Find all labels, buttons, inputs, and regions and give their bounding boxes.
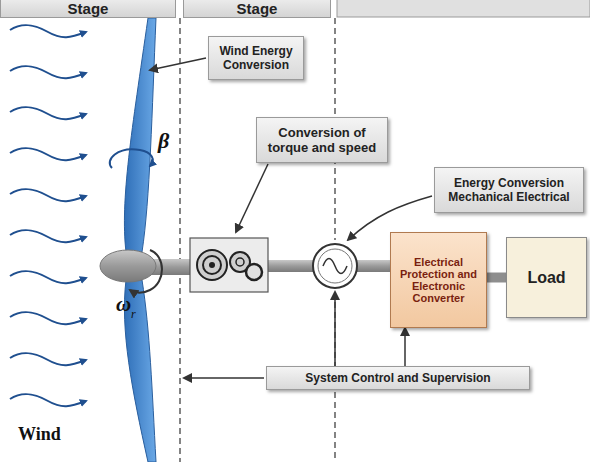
callout-box: Conversion of torque and speed	[256, 117, 388, 163]
control-box: System Control and Supervision	[266, 366, 530, 390]
subscript: r	[131, 307, 136, 322]
node-text: Stage	[237, 0, 278, 17]
rotor-blade	[124, 18, 156, 252]
wind-arrow	[10, 394, 86, 406]
wind-arrow	[10, 312, 86, 324]
rotation-arrow	[130, 250, 162, 293]
gear	[236, 258, 244, 266]
wind-arrows	[10, 25, 86, 406]
stage-header: Stage	[183, 0, 331, 18]
high-speed-shaft	[268, 260, 314, 272]
wind-arrow	[10, 271, 86, 283]
node-text: Energy Conversion Mechanical Electrical	[441, 176, 577, 204]
gearbox	[190, 238, 268, 292]
pitch-arrow	[110, 149, 153, 168]
converter-box: Electrical Protection and Electronic Con…	[390, 232, 487, 328]
node-text: System Control and Supervision	[305, 371, 490, 385]
wind-arrow	[10, 107, 86, 119]
header-band	[337, 0, 590, 17]
control-arrow	[404, 328, 406, 366]
load-box: Load	[506, 237, 587, 318]
generator-symbol	[313, 244, 357, 288]
gear	[246, 264, 262, 280]
gear	[197, 250, 227, 280]
rotor-speed-symbol: ω	[116, 292, 131, 317]
ac-wave	[323, 259, 347, 274]
stage-divider	[179, 18, 180, 462]
leader-arrow	[236, 164, 268, 232]
wind-arrow	[10, 353, 86, 365]
stage-header: Stage	[0, 0, 176, 18]
power-link	[487, 273, 506, 283]
wind-arrow	[10, 25, 86, 37]
node-text: Electrical Protection and Electronic Con…	[396, 256, 481, 304]
callout-box: Energy Conversion Mechanical Electrical	[434, 167, 584, 213]
wind-arrow	[10, 148, 86, 160]
wind-label: Wind	[18, 424, 61, 445]
generator-shaft	[356, 260, 392, 272]
rotor-hub	[100, 250, 156, 282]
wind-arrow	[10, 230, 86, 242]
pitch-angle-symbol: β	[158, 128, 169, 154]
node-text: Conversion of torque and speed	[263, 125, 381, 155]
gear	[209, 262, 215, 268]
node-text: Wind Energy Conversion	[215, 44, 297, 72]
leader-arrow	[150, 58, 206, 70]
node-text: Stage	[68, 0, 109, 17]
generator-symbol	[318, 249, 352, 283]
wind-arrow	[10, 66, 86, 78]
node-text: Load	[527, 269, 565, 287]
control-arrow	[334, 292, 336, 366]
control-arrow	[184, 377, 264, 379]
callout-box: Wind Energy Conversion	[208, 36, 304, 80]
wind-arrow	[10, 189, 86, 201]
gear	[203, 256, 221, 274]
